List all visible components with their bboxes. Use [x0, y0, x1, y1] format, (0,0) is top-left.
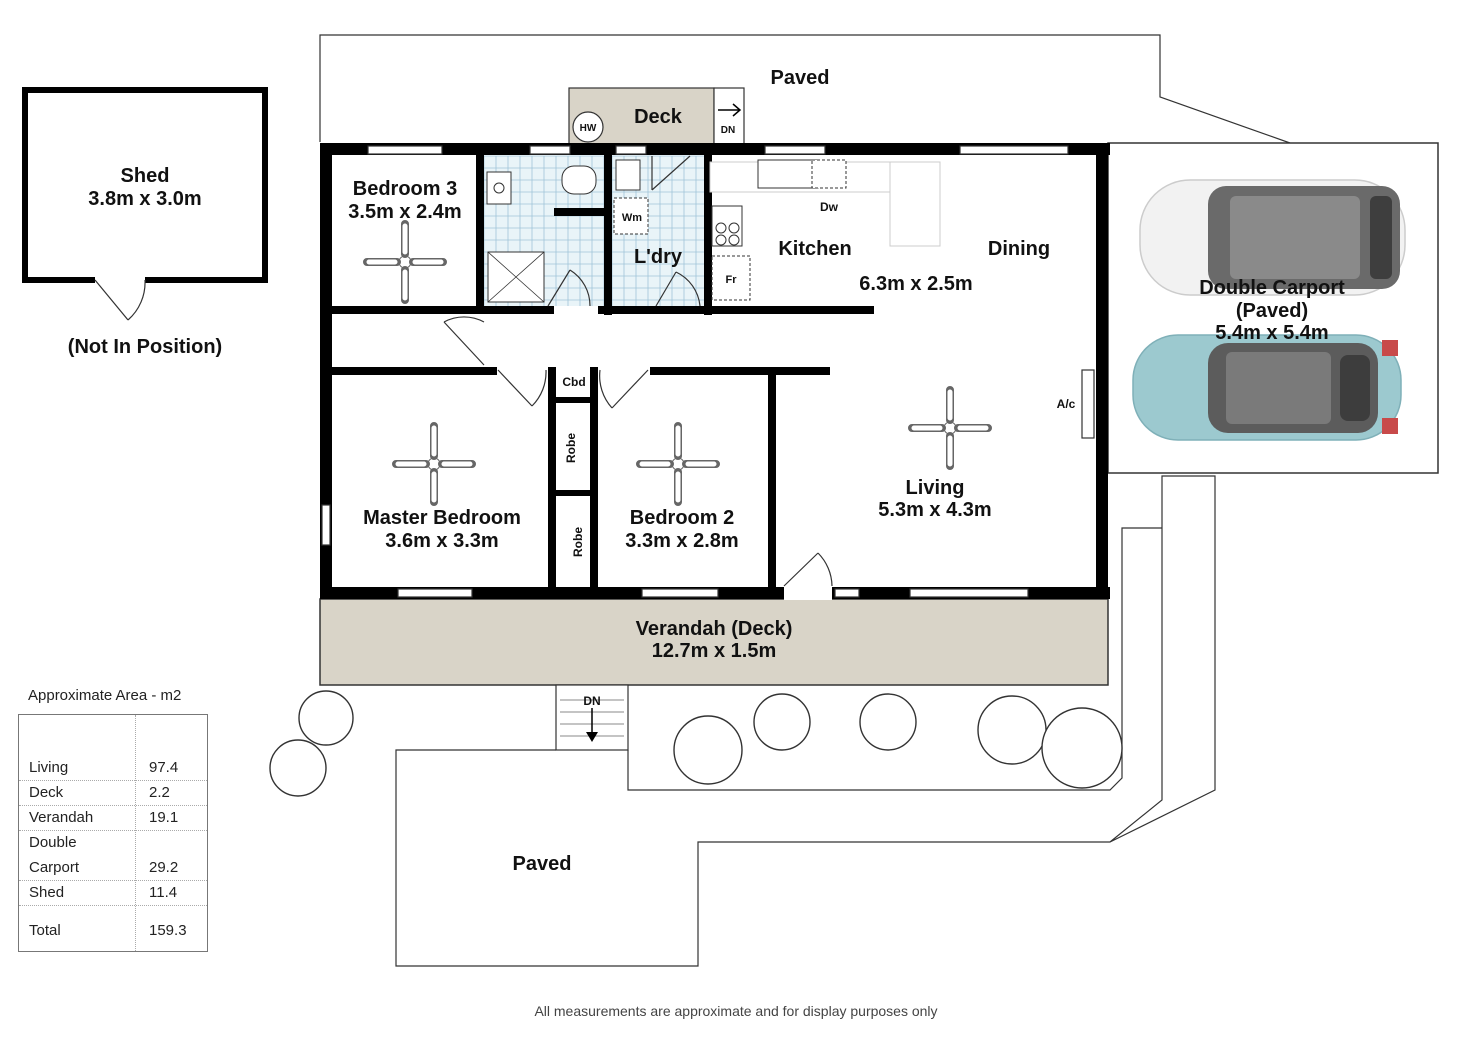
- fan-icon: [636, 422, 720, 506]
- area-row-label: Verandah: [29, 809, 94, 826]
- deck-dn-label: DN: [721, 125, 735, 136]
- area-row-label: Deck: [29, 784, 64, 801]
- area-row-value: 159.3: [149, 922, 187, 939]
- carport-label: Double Carport: [1199, 277, 1345, 299]
- living-size: 5.3m x 4.3m: [878, 499, 991, 521]
- area-table-divider: [135, 715, 136, 951]
- dishwasher-label: Dw: [820, 200, 839, 214]
- area-table: Approximate Area - m2 Living 97.4 Deck 2…: [18, 686, 208, 952]
- area-row-label: Living: [29, 759, 69, 776]
- area-row-label: Carport: [29, 859, 80, 876]
- tree-icon: [673, 715, 743, 785]
- fixtures: [486, 159, 941, 303]
- cupboard-label: Cbd: [562, 375, 585, 389]
- ac-label: A/c: [1057, 397, 1076, 411]
- area-row: Deck 2.2: [19, 780, 207, 806]
- driveway-outline: [627, 527, 1162, 791]
- paved-bottom-label: Paved: [513, 853, 572, 875]
- master-bedroom-label: Master Bedroom: [363, 507, 521, 529]
- area-row: Shed 11.4: [19, 880, 207, 906]
- windows: [321, 145, 1095, 598]
- area-row-label: Double: [29, 834, 77, 851]
- doors: [443, 155, 833, 600]
- washing-machine-label: Wm: [622, 212, 642, 224]
- steps-dn-label: DN: [583, 694, 600, 708]
- area-row-total: Total 159.3: [19, 918, 207, 943]
- tree-icon: [298, 690, 354, 746]
- fan-icon: [392, 422, 476, 506]
- hot-water-unit: [572, 111, 604, 143]
- dining-label: Dining: [988, 238, 1050, 260]
- area-row-value: 11.4: [149, 884, 178, 901]
- fan-icon: [363, 220, 447, 304]
- laundry-label: L'dry: [634, 246, 683, 268]
- disclaimer: All measurements are approximate and for…: [534, 1003, 938, 1019]
- master-bedroom-size: 3.6m x 3.3m: [385, 530, 498, 552]
- hw-label: HW: [580, 123, 597, 134]
- front-steps: [555, 684, 629, 751]
- tree-icon: [859, 693, 917, 751]
- tree-icon: [269, 739, 327, 797]
- paved-top-outline: [319, 34, 1291, 144]
- verandah-size: 12.7m x 1.5m: [652, 640, 777, 662]
- shed: [22, 87, 268, 283]
- tree-icon: [753, 693, 811, 751]
- bedroom-2-size: 3.3m x 2.8m: [625, 530, 738, 552]
- paved-top-label: Paved: [771, 67, 830, 89]
- carport-paved-label: (Paved): [1236, 300, 1308, 322]
- verandah: [319, 598, 1109, 686]
- area-row-label: Shed: [29, 884, 65, 901]
- robe-1-label: Robe: [564, 433, 578, 463]
- fridge-label: Fr: [726, 274, 738, 286]
- car-blue-icon: [1132, 334, 1402, 441]
- fan-icon: [908, 386, 992, 470]
- area-table-box: Living 97.4 Deck 2.2 Verandah 19.1 Doubl…: [18, 714, 208, 952]
- shed-size: 3.8m x 3.0m: [88, 188, 201, 210]
- area-row-value: 2.2: [149, 784, 170, 801]
- area-table-title: Approximate Area - m2: [28, 687, 182, 704]
- paved-bottom-outline: [395, 475, 1216, 967]
- kitchen-dining-size: 6.3m x 2.5m: [859, 273, 972, 295]
- area-row: Living 97.4: [19, 755, 207, 781]
- area-row-label: Total: [29, 922, 61, 939]
- bedroom-2-label: Bedroom 2: [630, 507, 734, 529]
- area-row: Verandah 19.1: [19, 805, 207, 831]
- shed-note: (Not In Position): [68, 336, 222, 358]
- area-row: Double: [19, 830, 207, 855]
- living-label: Living: [906, 477, 965, 499]
- kitchen-label: Kitchen: [778, 238, 851, 260]
- area-row-value: 19.1: [149, 809, 179, 826]
- tree-icon: [1041, 707, 1123, 789]
- shed-door: [94, 279, 146, 321]
- shed-label: Shed: [121, 165, 170, 187]
- bedroom-3-label: Bedroom 3: [353, 178, 457, 200]
- bedroom-3-size: 3.5m x 2.4m: [348, 201, 461, 223]
- area-row: Carport 29.2: [19, 855, 207, 881]
- area-row-value: 29.2: [149, 859, 179, 876]
- deck-label: Deck: [634, 106, 683, 128]
- robe-2-label: Robe: [571, 527, 585, 557]
- area-row-value: 97.4: [149, 759, 179, 776]
- car-white-icon: [1139, 179, 1406, 296]
- deck-arrow-icon: [718, 103, 742, 117]
- carport-size: 5.4m x 5.4m: [1215, 322, 1328, 344]
- tree-icon: [977, 695, 1047, 765]
- verandah-label: Verandah (Deck): [636, 618, 793, 640]
